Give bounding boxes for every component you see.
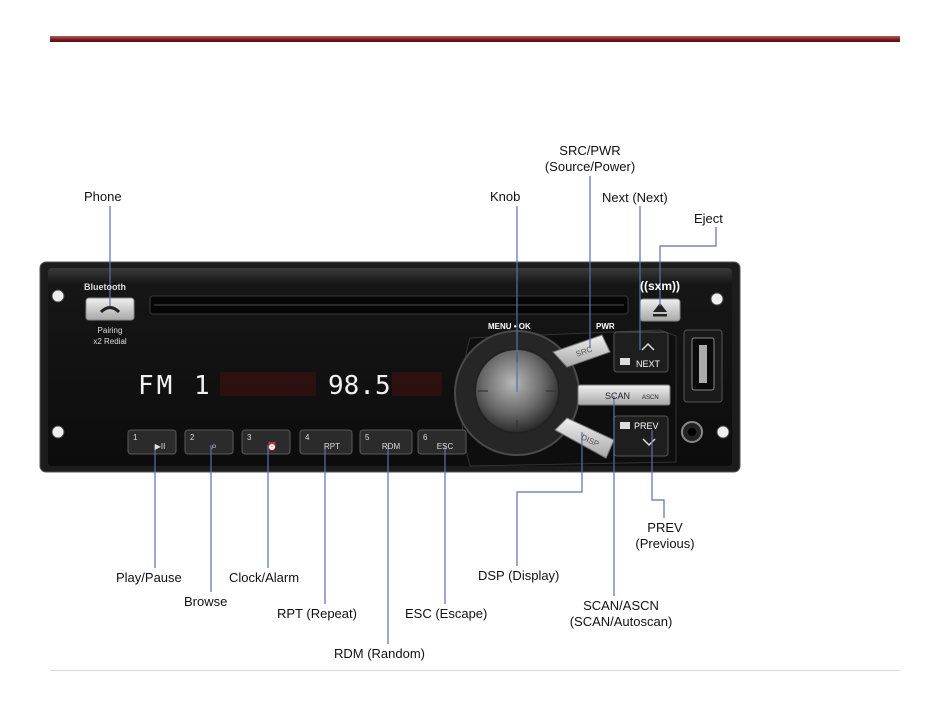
band-display: FM 1 [138, 371, 213, 401]
prev-callout-line1: PREV [620, 520, 710, 536]
preset-2-number: 2 [190, 433, 195, 442]
pairing-label: Pairing [98, 326, 123, 335]
preset-4-number: 4 [305, 433, 310, 442]
play-pause-callout: Play/Pause [116, 570, 182, 586]
src-pwr-callout-line2: (Source/Power) [530, 159, 650, 175]
prev-label: PREV [634, 421, 659, 431]
frequency-display: 98.5 [328, 371, 391, 401]
folder-icon [620, 358, 630, 365]
redial-label: x2 Redial [93, 337, 127, 346]
esc-callout: ESC (Escape) [405, 606, 487, 622]
mount-hole-icon [52, 426, 64, 438]
preset-3-label: ⏰ [267, 441, 277, 451]
ascn-label: ASCN [642, 395, 659, 401]
pwr-label: PWR [596, 322, 615, 331]
scan-label: SCAN [605, 391, 630, 401]
rpt-callout: RPT (Repeat) [277, 606, 357, 622]
src-pwr-callout: SRC/PWR (Source/Power) [530, 143, 650, 175]
dsp-callout: DSP (Display) [478, 568, 559, 584]
next-callout: Next (Next) [602, 190, 668, 206]
prev-callout: PREV (Previous) [620, 520, 710, 552]
rdm-callout: RDM (Random) [334, 646, 425, 662]
next-label: NEXT [636, 359, 661, 369]
eject-callout: Eject [694, 211, 723, 227]
src-pwr-callout-line1: SRC/PWR [530, 143, 650, 159]
preset-6-number: 6 [423, 433, 428, 442]
preset-5-label: RDM [382, 442, 401, 451]
mount-hole-icon [711, 293, 723, 305]
phone-callout: Phone [84, 189, 122, 205]
bluetooth-label: Bluetooth [84, 282, 126, 292]
preset-2-label: ⌕ [211, 441, 217, 452]
scan-callout: SCAN/ASCN (SCAN/Autoscan) [556, 598, 686, 630]
prev-callout-line2: (Previous) [620, 536, 710, 552]
clock-alarm-callout: Clock/Alarm [229, 570, 299, 586]
preset-3-number: 3 [247, 433, 252, 442]
scan-callout-line2: (SCAN/Autoscan) [556, 614, 686, 630]
knob-callout: Knob [490, 189, 520, 205]
mount-hole-icon [717, 426, 729, 438]
mount-hole-icon [52, 290, 64, 302]
preset-6-label: ESC [437, 442, 454, 451]
preset-1-number: 1 [133, 433, 138, 442]
menu-ok-label: MENU • OK [488, 322, 531, 331]
scan-callout-line1: SCAN/ASCN [556, 598, 686, 614]
preset-4-label: RPT [324, 442, 340, 451]
preset-5-number: 5 [365, 433, 370, 442]
folder-icon [620, 422, 630, 429]
preset-1-label: ▶II [155, 442, 166, 451]
sxm-logo: ((sxm)) [640, 279, 680, 293]
browse-callout: Browse [184, 594, 227, 610]
